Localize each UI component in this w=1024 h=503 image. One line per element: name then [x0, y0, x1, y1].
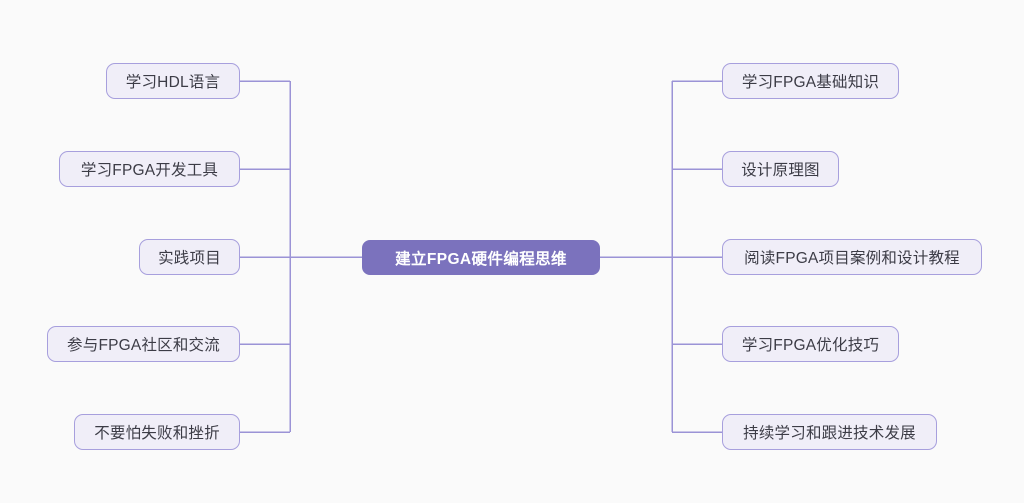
right-node-1[interactable]: 学习FPGA基础知识 — [722, 63, 899, 99]
right-node-3-label: 阅读FPGA项目案例和设计教程 — [744, 250, 960, 267]
left-node-1-label: 学习HDL语言 — [125, 74, 221, 91]
right-node-2-label: 设计原理图 — [741, 162, 820, 179]
left-node-4-label: 参与FPGA社区和交流 — [67, 337, 220, 354]
left-node-3[interactable]: 实践项目 — [139, 239, 240, 275]
left-node-5[interactable]: 不要怕失败和挫折 — [74, 414, 240, 450]
left-node-2[interactable]: 学习FPGA开发工具 — [59, 151, 240, 187]
left-node-2-label: 学习FPGA开发工具 — [80, 162, 219, 179]
right-node-5-label: 持续学习和跟进技术发展 — [743, 425, 916, 442]
right-node-1-label: 学习FPGA基础知识 — [741, 74, 880, 91]
center-node-label: 建立FPGA硬件编程思维 — [395, 250, 567, 268]
left-node-5-label: 不要怕失败和挫折 — [94, 425, 220, 442]
right-node-4-label: 学习FPGA优化技巧 — [741, 337, 880, 354]
left-node-4[interactable]: 参与FPGA社区和交流 — [47, 326, 240, 362]
right-node-3[interactable]: 阅读FPGA项目案例和设计教程 — [722, 239, 982, 275]
right-node-2[interactable]: 设计原理图 — [722, 151, 839, 187]
center-node[interactable]: 建立FPGA硬件编程思维 — [362, 240, 600, 275]
right-node-5[interactable]: 持续学习和跟进技术发展 — [722, 414, 937, 450]
right-node-4[interactable]: 学习FPGA优化技巧 — [722, 326, 899, 362]
left-node-3-label: 实践项目 — [158, 250, 221, 267]
left-node-1[interactable]: 学习HDL语言 — [106, 63, 240, 99]
